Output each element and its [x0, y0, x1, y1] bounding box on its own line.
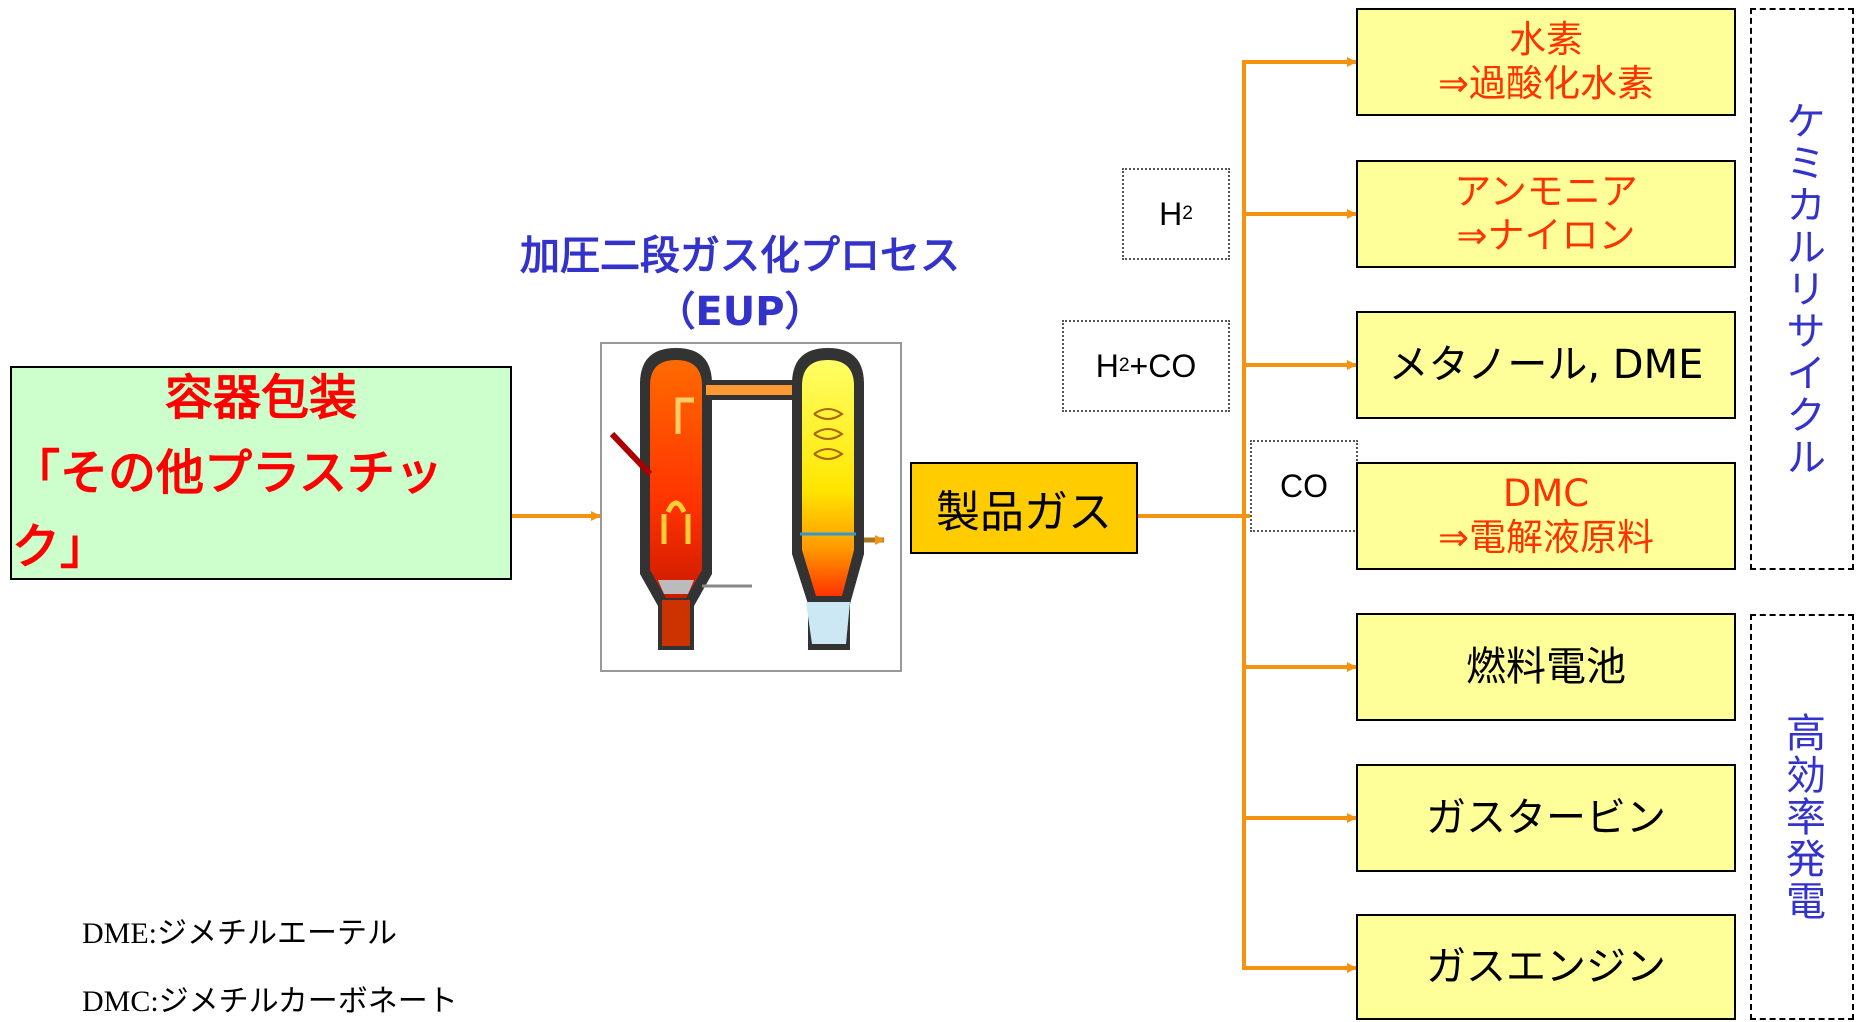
note-dme: DME:ジメチルエーテル — [82, 917, 397, 950]
product-gas-label: 製品ガス — [936, 487, 1112, 538]
gas-h2co-rest: +CO — [1129, 347, 1197, 384]
source-line-1: 容器包装 — [164, 370, 357, 427]
group-chemical-recycle: ケミカルリサイクル — [1750, 8, 1854, 570]
output-box-dmc: DMC ⇒電解液原料 — [1356, 462, 1736, 570]
gas-h2-main: H — [1159, 195, 1183, 232]
gas-h2co-main: H — [1095, 347, 1119, 384]
product-gas-box: 製品ガス — [910, 462, 1138, 554]
gas-co-main: CO — [1280, 467, 1328, 504]
output-box-gas-engine: ガスエンジン — [1356, 914, 1736, 1020]
note-dmc: DMC:ジメチルカーボネート — [82, 985, 458, 1018]
gasifier-illustration — [600, 342, 902, 672]
source-line-2: 「その他プラスチック」 — [12, 444, 444, 576]
output-1-line-2: ⇒過酸化水素 — [1437, 62, 1654, 105]
output-box-ammonia: アンモニア ⇒ナイロン — [1356, 160, 1736, 268]
gas-h2-sub: 2 — [1182, 203, 1193, 224]
output-7-line-1: ガスエンジン — [1426, 944, 1666, 990]
output-box-fuel-cell: 燃料電池 — [1356, 613, 1736, 721]
output-box-gas-turbine: ガスタービン — [1356, 764, 1736, 872]
source-box: 容器包装 「その他プラスチック」 — [10, 366, 512, 580]
output-4-line-1: DMC — [1502, 471, 1590, 515]
output-2-line-2: ⇒ナイロン — [1456, 214, 1636, 257]
process-title-sub: （EUP） — [655, 289, 825, 335]
group-power-label: 高効率発電 — [1779, 712, 1825, 922]
output-1-line-1: 水素 — [1509, 17, 1583, 61]
gas-h2co-sub: 2 — [1118, 355, 1130, 376]
output-box-methanol: メタノール, DME — [1356, 311, 1736, 419]
output-box-hydrogen: 水素 ⇒過酸化水素 — [1356, 8, 1736, 116]
gas-label-co: CO — [1250, 440, 1358, 532]
output-3-line-1: メタノール, DME — [1388, 342, 1704, 388]
gasifier-image — [609, 348, 885, 650]
process-title-main: 加圧二段ガス化プロセス — [520, 233, 960, 279]
group-chemical-label: ケミカルリサイクル — [1779, 100, 1825, 478]
process-title: 加圧二段ガス化プロセス （EUP） — [470, 228, 1010, 340]
output-6-line-1: ガスタービン — [1426, 795, 1666, 841]
output-5-line-1: 燃料電池 — [1466, 644, 1626, 690]
output-4-line-2: ⇒電解液原料 — [1437, 516, 1654, 559]
output-2-line-1: アンモニア — [1454, 169, 1638, 213]
group-power-generation: 高効率発電 — [1750, 614, 1854, 1020]
